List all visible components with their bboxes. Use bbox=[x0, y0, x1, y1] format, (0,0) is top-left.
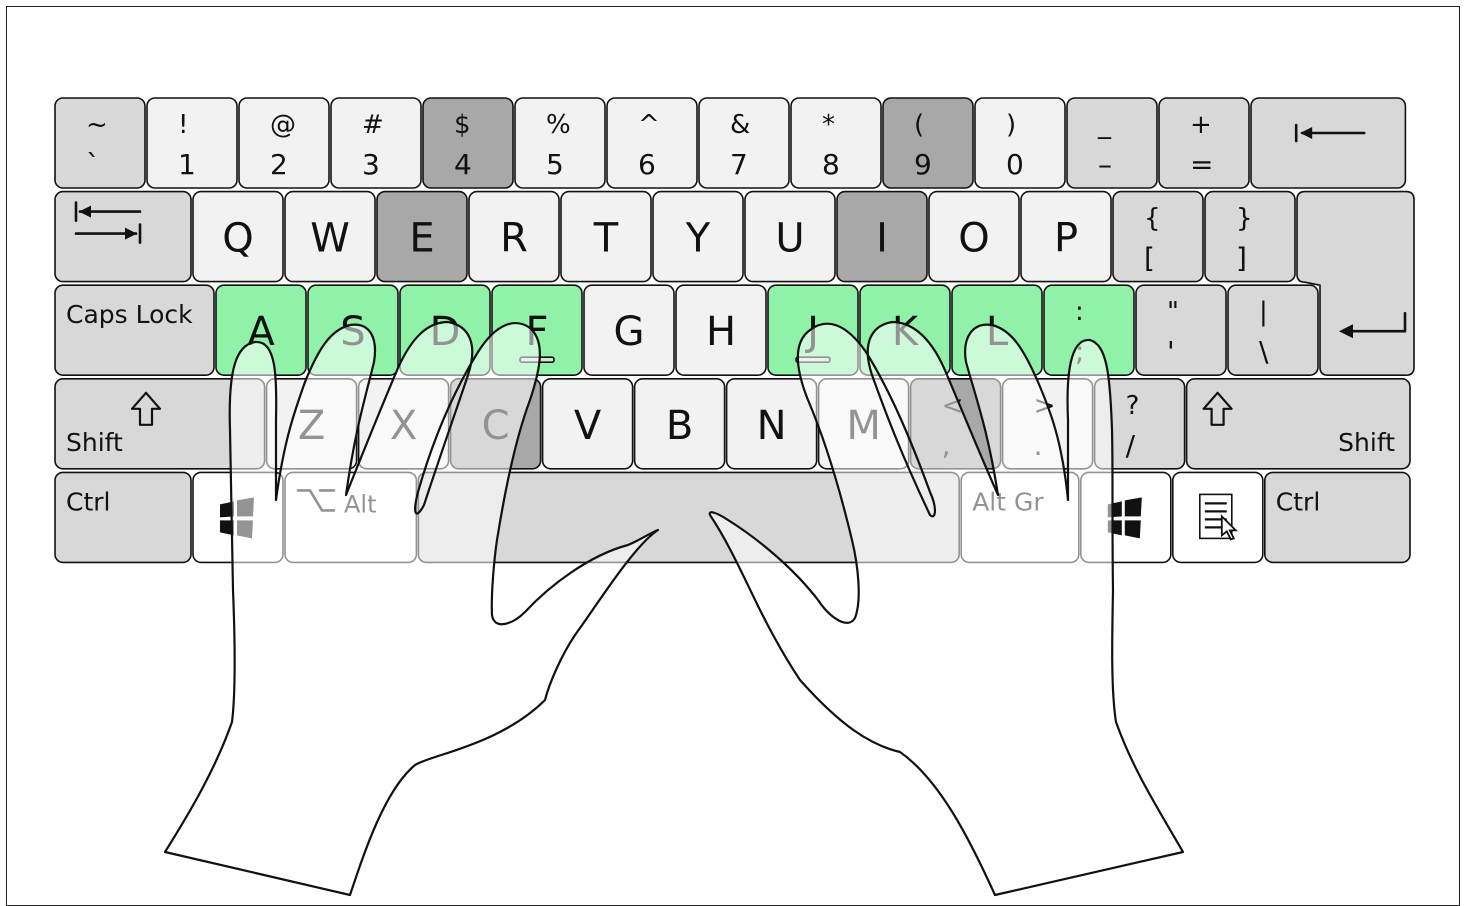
key-shift-symbol: % bbox=[546, 110, 571, 140]
key-letter: O bbox=[958, 216, 989, 262]
key-base-symbol: = bbox=[1190, 148, 1213, 181]
key-base-symbol: 2 bbox=[270, 148, 288, 181]
key-ctrl: Ctrl bbox=[55, 472, 191, 562]
key-base-symbol: 5 bbox=[546, 148, 564, 181]
key-t: T bbox=[561, 192, 651, 282]
key-base-symbol: 3 bbox=[362, 148, 380, 181]
key-blank: ~` bbox=[55, 98, 145, 188]
key-caps-lock: Caps Lock bbox=[55, 285, 214, 375]
key-q: Q bbox=[193, 192, 283, 282]
key-menu-pointer-icon bbox=[1173, 472, 1263, 562]
key-9: (9 bbox=[883, 98, 973, 188]
key-shift-symbol: ^ bbox=[638, 110, 660, 140]
key-6: ^6 bbox=[607, 98, 697, 188]
key-base-symbol: ] bbox=[1236, 242, 1247, 275]
key-base-symbol: 1 bbox=[178, 148, 196, 181]
key-blank: |\ bbox=[1228, 285, 1318, 375]
key-blank: _– bbox=[1067, 98, 1157, 188]
key-label: Ctrl bbox=[66, 487, 110, 516]
key-base-symbol: 0 bbox=[1006, 148, 1024, 181]
key-p: P bbox=[1021, 192, 1111, 282]
key-shift-symbol: | bbox=[1259, 297, 1268, 327]
key-shift-symbol: _ bbox=[1097, 110, 1112, 140]
key-shift-symbol: * bbox=[822, 110, 835, 140]
key-v: V bbox=[543, 379, 633, 469]
key-shift-symbol: ) bbox=[1006, 110, 1016, 140]
key-w: W bbox=[285, 192, 375, 282]
key-base-symbol: \ bbox=[1259, 335, 1269, 368]
key-letter: Y bbox=[685, 216, 711, 262]
key-letter: H bbox=[706, 309, 736, 355]
key-4: $4 bbox=[423, 98, 513, 188]
key-5: %5 bbox=[515, 98, 605, 188]
key-letter: V bbox=[574, 403, 602, 449]
key-u: U bbox=[745, 192, 835, 282]
key-3: #3 bbox=[331, 98, 421, 188]
key-i: I bbox=[837, 192, 927, 282]
key-shift-symbol: ! bbox=[178, 110, 188, 140]
key-shift-symbol: ~ bbox=[86, 110, 108, 140]
key-letter: E bbox=[409, 216, 434, 262]
key-h: H bbox=[676, 285, 766, 375]
key-letter: U bbox=[775, 216, 804, 262]
key-y: Y bbox=[653, 192, 743, 282]
key-label: Ctrl bbox=[1276, 487, 1320, 516]
key-letter: W bbox=[310, 216, 350, 262]
key-shift-symbol: : bbox=[1075, 297, 1084, 327]
key-base-symbol: 9 bbox=[914, 148, 932, 181]
key-0: )0 bbox=[975, 98, 1065, 188]
key-8: *8 bbox=[791, 98, 881, 188]
key-letter: R bbox=[500, 216, 528, 262]
key-letter: I bbox=[876, 216, 888, 262]
key-label: Caps Lock bbox=[66, 300, 193, 329]
key-backspace-arrow-icon bbox=[1251, 98, 1405, 188]
key-letter: G bbox=[614, 309, 645, 355]
key-1: !1 bbox=[147, 98, 237, 188]
key-base-symbol: ` bbox=[86, 148, 100, 181]
key-b: B bbox=[635, 379, 725, 469]
key-base-symbol: – bbox=[1098, 148, 1112, 181]
key-tab-arrows-icon bbox=[55, 192, 191, 282]
key-r: R bbox=[469, 192, 559, 282]
key-base-symbol: 8 bbox=[822, 148, 840, 181]
key-shift-symbol: & bbox=[730, 110, 750, 140]
key-blank: += bbox=[1159, 98, 1249, 188]
key-shift: Shift bbox=[1187, 379, 1410, 469]
key-2: @2 bbox=[239, 98, 329, 188]
key-label: Shift bbox=[1338, 428, 1395, 457]
key-letter: N bbox=[757, 403, 787, 449]
key-ctrl: Ctrl bbox=[1265, 472, 1410, 562]
key-shift-symbol: " bbox=[1167, 297, 1179, 327]
key-o: O bbox=[929, 192, 1019, 282]
key-letter: P bbox=[1054, 216, 1078, 262]
key-blank: {[ bbox=[1113, 192, 1203, 282]
key-base-symbol: ' bbox=[1167, 335, 1175, 368]
key-shift-symbol: { bbox=[1144, 204, 1161, 234]
key-blank: }] bbox=[1205, 192, 1295, 282]
key-label: Shift bbox=[66, 428, 123, 457]
key-e: E bbox=[377, 192, 467, 282]
key-base-symbol: / bbox=[1126, 429, 1136, 462]
key-blank: "' bbox=[1136, 285, 1226, 375]
key-base-symbol: 7 bbox=[730, 148, 748, 181]
key-shift-symbol: ( bbox=[914, 110, 924, 140]
key-base-symbol: [ bbox=[1144, 242, 1155, 275]
key-g: G bbox=[584, 285, 674, 375]
key-n: N bbox=[727, 379, 817, 469]
key-base-symbol: 4 bbox=[454, 148, 472, 181]
key-base-symbol: 6 bbox=[638, 148, 656, 181]
key-letter: Q bbox=[222, 216, 253, 262]
key-letter: B bbox=[666, 403, 693, 449]
key-shift-symbol: # bbox=[362, 110, 384, 140]
key-letter: T bbox=[593, 216, 619, 262]
menu-pointer-icon bbox=[1200, 494, 1236, 539]
key-shift-symbol: ? bbox=[1126, 391, 1140, 421]
key-shift-symbol: } bbox=[1236, 204, 1253, 234]
key-shift-symbol: @ bbox=[270, 110, 296, 140]
key-shift-symbol: + bbox=[1190, 110, 1212, 140]
key-7: &7 bbox=[699, 98, 789, 188]
key-shift-symbol: $ bbox=[454, 110, 471, 140]
